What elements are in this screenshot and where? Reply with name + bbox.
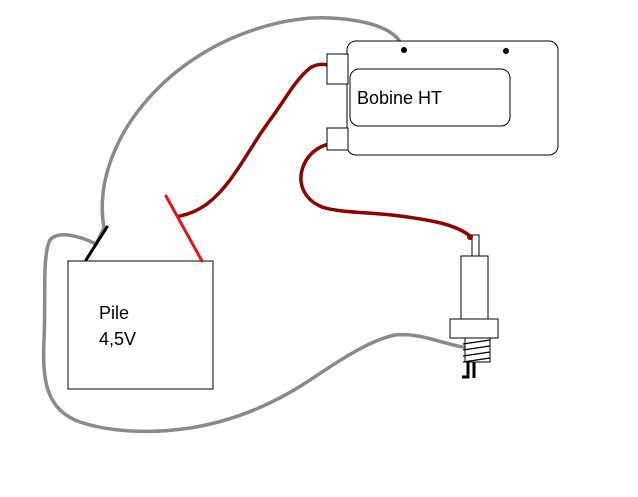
coil-mount-post xyxy=(503,48,509,54)
battery-icon: Pile 4,5V xyxy=(67,260,214,390)
plug-hv-contact xyxy=(467,234,473,240)
ground-wire-battery-to-plug xyxy=(41,233,470,434)
coil-primary-terminal xyxy=(326,53,349,85)
plug-hex-nut xyxy=(449,318,499,339)
ground-wire-coil-to-battery xyxy=(94,16,405,246)
primary-wire xyxy=(178,62,334,218)
plug-terminal-tip xyxy=(471,234,480,258)
ignition-coil-icon: Bobine HT xyxy=(326,40,559,156)
plug-thread-lines xyxy=(462,339,491,363)
battery-voltage: 4,5V xyxy=(99,329,136,349)
spark-plug-icon xyxy=(449,234,499,379)
coil-label: Bobine HT xyxy=(357,88,442,108)
coil-label-box xyxy=(349,68,511,127)
plug-insulator xyxy=(460,255,489,320)
battery-label: Pile xyxy=(99,303,129,323)
coil-ground-post xyxy=(401,47,407,53)
negative-lead xyxy=(84,225,109,262)
battery-body xyxy=(67,260,214,390)
positive-lead xyxy=(164,194,204,263)
hv-wire xyxy=(299,142,472,238)
plug-ground-electrode xyxy=(462,362,476,379)
coil-secondary-terminal xyxy=(326,127,349,151)
